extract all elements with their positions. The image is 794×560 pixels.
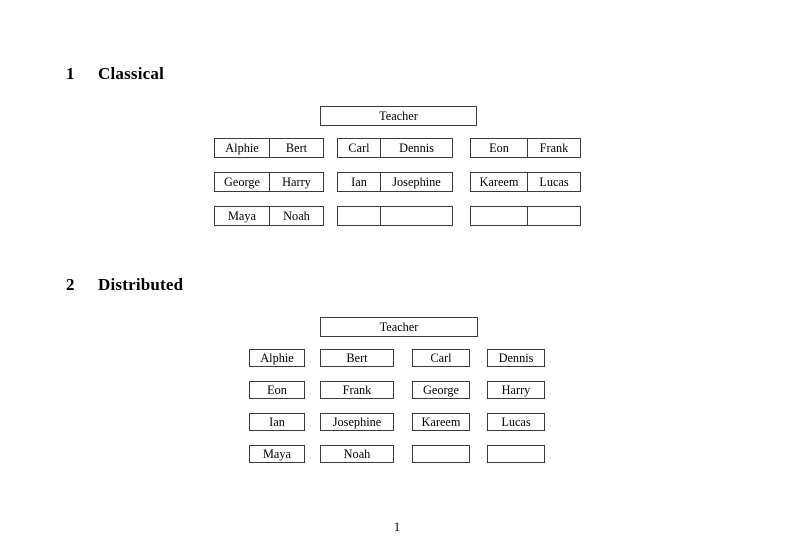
distributed-teacher-box: Teacher (320, 317, 478, 337)
classical-group-middle: Carl Dennis Ian Josephine (337, 138, 453, 226)
student-cell-empty (412, 445, 470, 463)
classical-teacher-box: Teacher (320, 106, 477, 126)
teacher-cell: Teacher (320, 317, 478, 337)
student-cell: Dennis (487, 349, 545, 367)
student-cell: Carl (337, 138, 381, 158)
section-title: Classical (98, 64, 165, 83)
student-cell: Lucas (527, 172, 581, 192)
student-cell: Frank (527, 138, 581, 158)
table-row: Eon Frank (470, 138, 581, 158)
section-heading-distributed: 2 Distributed (66, 275, 183, 295)
table-row: Kareem Lucas (470, 172, 581, 192)
student-cell: Kareem (470, 172, 528, 192)
student-cell: Kareem (412, 413, 470, 431)
student-cell: Ian (337, 172, 381, 192)
student-cell: Eon (470, 138, 528, 158)
student-cell: Alphie (249, 349, 305, 367)
table-row: Eon Frank George Harry (249, 381, 545, 399)
student-cell: Bert (320, 349, 394, 367)
student-cell: Maya (249, 445, 305, 463)
student-cell: Eon (249, 381, 305, 399)
student-cell: Alphie (214, 138, 270, 158)
student-cell: Noah (269, 206, 324, 226)
table-row: George Harry (214, 172, 324, 192)
student-cell: Maya (214, 206, 270, 226)
student-cell-empty (527, 206, 581, 226)
student-cell-empty (337, 206, 381, 226)
table-row: Carl Dennis (337, 138, 453, 158)
table-row: Maya Noah (249, 445, 545, 463)
student-cell: Dennis (380, 138, 453, 158)
student-cell-empty (380, 206, 453, 226)
student-cell: George (412, 381, 470, 399)
student-cell: George (214, 172, 270, 192)
table-row: Ian Josephine (337, 172, 453, 192)
distributed-student-grid: Alphie Bert Carl Dennis Eon Frank George… (249, 349, 545, 463)
section-title: Distributed (98, 275, 184, 294)
student-cell: Frank (320, 381, 394, 399)
student-cell: Bert (269, 138, 324, 158)
student-cell-empty (470, 206, 528, 226)
section-heading-classical: 1 Classical (66, 64, 164, 84)
section-number: 2 (66, 275, 75, 294)
table-row: Maya Noah (214, 206, 324, 226)
table-row: Alphie Bert (214, 138, 324, 158)
section-number: 1 (66, 64, 75, 83)
table-row: Ian Josephine Kareem Lucas (249, 413, 545, 431)
student-cell: Carl (412, 349, 470, 367)
table-row: Teacher (320, 317, 478, 337)
student-cell: Harry (269, 172, 324, 192)
student-cell: Lucas (487, 413, 545, 431)
classical-group-right: Eon Frank Kareem Lucas (470, 138, 581, 226)
student-cell: Ian (249, 413, 305, 431)
student-cell: Harry (487, 381, 545, 399)
classical-group-left: Alphie Bert George Harry Maya Noah (214, 138, 324, 226)
table-row (470, 206, 581, 226)
student-cell: Josephine (380, 172, 453, 192)
table-row: Teacher (320, 106, 477, 126)
page-number: 1 (393, 520, 401, 534)
student-cell: Josephine (320, 413, 394, 431)
teacher-cell: Teacher (320, 106, 477, 126)
student-cell: Noah (320, 445, 394, 463)
table-row: Alphie Bert Carl Dennis (249, 349, 545, 367)
student-cell-empty (487, 445, 545, 463)
table-row (337, 206, 453, 226)
